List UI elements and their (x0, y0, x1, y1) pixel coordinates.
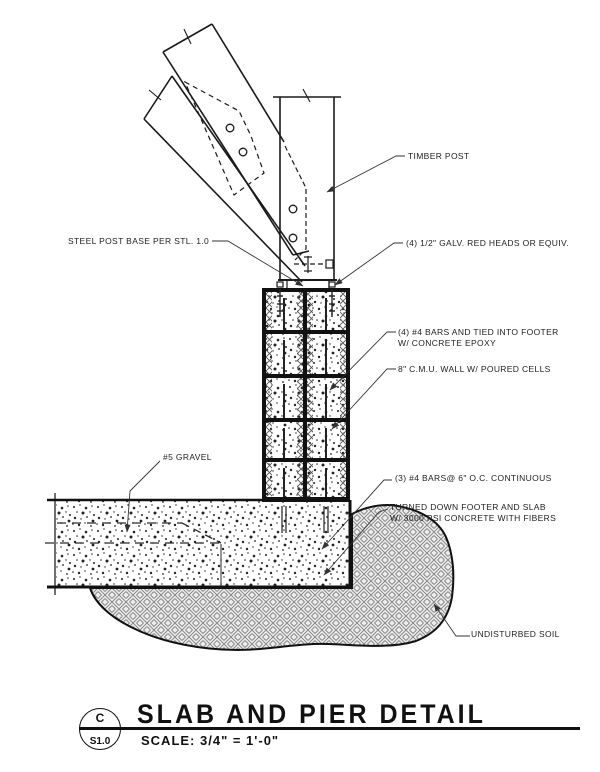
sheet-number: S1.0 (89, 736, 111, 747)
label-gravel: #5 GRAVEL (163, 452, 212, 462)
bolt-hole (238, 147, 248, 157)
through-bolt (294, 256, 334, 273)
label-bars-epoxy: (4) #4 BARS AND TIED INTO FOOTER W/ CONC… (398, 327, 559, 348)
break-tick (302, 88, 311, 103)
bolt-hole (288, 233, 298, 243)
label-steel-post-base: STEEL POST BASE PER STL. 1.0 (68, 236, 210, 246)
cell-rebar (283, 298, 327, 499)
footer-dowel-bars (281, 506, 329, 533)
label-turned-down-footer: TURNED DOWN FOOTER AND SLAB W/ 3000 PSI … (390, 502, 557, 523)
brace-gusset-hidden (183, 80, 265, 196)
bolt-hole (225, 123, 235, 133)
title-divider-line (79, 727, 580, 730)
timber-post-assembly (143, 23, 341, 288)
diagonal-brace-upper (162, 23, 310, 256)
label-bars-continuous: (3) #4 BARS@ 6" O.C. CONTINUOUS (395, 473, 552, 483)
cmu-shell-hatch (266, 292, 346, 497)
leader-bars-continuous (321, 479, 392, 550)
label-red-heads: (4) 1/2" GALV. RED HEADS OR EQUIV. (406, 238, 569, 248)
leader-timber-post (326, 155, 405, 193)
anchor-rods (277, 289, 335, 317)
break-tick (148, 89, 162, 101)
leader-cmu-wall (331, 368, 396, 430)
leader-lines (124, 155, 470, 637)
slab-and-footer (45, 493, 352, 595)
cmu-course-joints (262, 288, 350, 502)
post-gusset-hidden (284, 145, 307, 261)
slab-concrete-fill (56, 501, 350, 587)
leader-turned-down-footer (323, 508, 389, 576)
diagonal-brace-lower (143, 75, 306, 283)
leader-gravel (124, 460, 161, 533)
steel-post-base (276, 280, 336, 288)
label-timber-post: TIMBER POST (408, 151, 470, 161)
gravel-layer-lines (45, 522, 222, 586)
label-cmu-wall: 8" C.M.U. WALL W/ POURED CELLS (398, 364, 551, 374)
detail-reference-bubble: C S1.0 (79, 708, 121, 750)
cmu-pier (262, 288, 350, 502)
leader-red-heads (334, 242, 403, 286)
detail-letter: C (95, 711, 105, 725)
leader-undisturbed-soil (433, 603, 470, 637)
detail-title: SLAB AND PIER DETAIL (137, 699, 486, 730)
leader-bars-epoxy (329, 331, 396, 391)
label-undisturbed-soil: UNDISTURBED SOIL (471, 629, 560, 639)
leader-steel-post-base (212, 240, 304, 287)
break-tick (183, 28, 192, 45)
undisturbed-soil-mass (88, 504, 455, 652)
detail-scale: SCALE: 3/4" = 1'-0" (141, 733, 280, 748)
bolt-hole (288, 204, 298, 214)
